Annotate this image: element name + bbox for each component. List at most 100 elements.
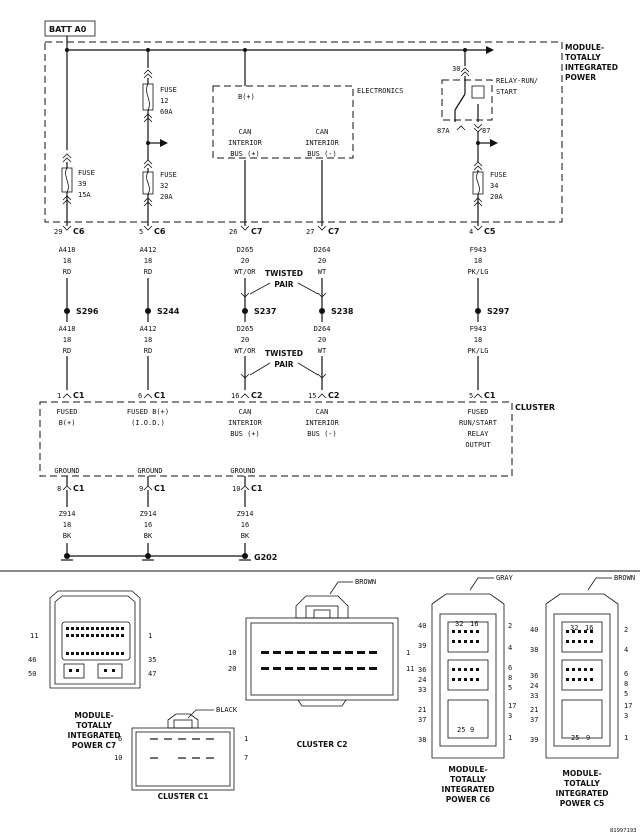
svg-text:C6: C6 (73, 227, 85, 236)
svg-text:18: 18 (474, 257, 482, 265)
svg-text:8: 8 (57, 485, 61, 493)
connector-view-cluster-c1: BLACK 6 1 10 7 CLUSTER C1 (114, 706, 248, 801)
svg-text:BK: BK (63, 532, 72, 540)
svg-text:29: 29 (54, 228, 62, 236)
svg-text:FUSED B(+): FUSED B(+) (127, 408, 169, 416)
tipm-module-box (44, 41, 563, 223)
svg-text:15A: 15A (78, 191, 91, 199)
svg-text:37: 37 (530, 716, 538, 724)
svg-text:39: 39 (78, 180, 86, 188)
svg-text:1: 1 (508, 734, 512, 742)
svg-text:MODULE-: MODULE- (565, 43, 604, 52)
svg-text:FUSE: FUSE (490, 171, 507, 179)
svg-text:D264: D264 (314, 246, 331, 254)
svg-text:MODULE-: MODULE- (74, 711, 113, 720)
svg-text:S237: S237 (254, 307, 276, 316)
svg-text:C2: C2 (328, 391, 339, 400)
svg-text:C1: C1 (251, 484, 263, 493)
svg-text:INTEGRATED: INTEGRATED (68, 731, 121, 740)
svg-text:18: 18 (63, 521, 71, 529)
svg-text:WT/OR: WT/OR (234, 268, 256, 276)
svg-text:CAN: CAN (316, 128, 329, 136)
fuse-39-circuit: FUSE 39 15A (61, 50, 95, 226)
svg-text:CAN: CAN (239, 408, 252, 416)
svg-text:POWER C5: POWER C5 (560, 799, 604, 808)
svg-text:39: 39 (418, 642, 426, 650)
svg-text:10: 10 (228, 649, 236, 657)
svg-text:39: 39 (530, 736, 538, 744)
svg-text:Z914: Z914 (140, 510, 157, 518)
svg-text:CLUSTER C2: CLUSTER C2 (297, 740, 348, 749)
svg-text:BK: BK (144, 532, 153, 540)
svg-text:36: 36 (418, 666, 426, 674)
svg-text:S296: S296 (76, 307, 99, 316)
svg-text:38: 38 (530, 646, 538, 654)
twisted-pair-lower: TWISTED PAIR (240, 348, 327, 379)
svg-text:A418: A418 (59, 246, 76, 254)
svg-text:D265: D265 (237, 246, 254, 254)
svg-text:2: 2 (624, 626, 628, 634)
svg-text:32: 32 (160, 182, 168, 190)
svg-text:18: 18 (144, 336, 152, 344)
svg-text:A418: A418 (59, 325, 76, 333)
svg-text:20: 20 (241, 257, 249, 265)
svg-text:C1: C1 (484, 391, 496, 400)
svg-text:TWISTED: TWISTED (265, 349, 303, 358)
svg-text:50: 50 (28, 670, 36, 678)
svg-text:32: 32 (455, 620, 463, 628)
svg-text:FUSED: FUSED (467, 408, 488, 416)
svg-text:5: 5 (624, 690, 628, 698)
svg-text:17: 17 (508, 702, 516, 710)
bus-arrow-icon (486, 46, 494, 54)
svg-text:87: 87 (482, 127, 490, 135)
svg-text:18: 18 (63, 336, 71, 344)
svg-text:A412: A412 (140, 325, 157, 333)
svg-text:B(+): B(+) (59, 419, 76, 427)
svg-text:MODULE-: MODULE- (448, 765, 487, 774)
svg-text:ELECTRONICS: ELECTRONICS (357, 87, 403, 95)
svg-text:POWER: POWER (565, 73, 596, 82)
svg-text:B(+): B(+) (238, 93, 255, 101)
svg-text:PAIR: PAIR (274, 280, 293, 289)
svg-text:10: 10 (114, 754, 122, 762)
svg-text:RELAY-RUN/: RELAY-RUN/ (496, 77, 538, 85)
svg-text:36: 36 (530, 672, 538, 680)
svg-text:11: 11 (30, 632, 38, 640)
svg-text:GROUND: GROUND (137, 467, 162, 475)
electronics-box: ELECTRONICS B(+) CAN INTERIOR BUS (+) CA… (212, 50, 403, 226)
svg-text:RD: RD (144, 347, 152, 355)
svg-text:25: 25 (571, 734, 579, 742)
twisted-pair-upper: TWISTED PAIR (240, 269, 327, 298)
svg-text:21: 21 (530, 706, 538, 714)
svg-text:33: 33 (530, 692, 538, 700)
svg-text:RD: RD (144, 268, 152, 276)
svg-text:16: 16 (231, 392, 239, 400)
svg-text:40: 40 (418, 622, 426, 630)
svg-text:6: 6 (138, 392, 142, 400)
svg-text:BUS (-): BUS (-) (307, 430, 337, 438)
svg-text:46: 46 (28, 656, 36, 664)
svg-text:5: 5 (139, 228, 143, 236)
svg-text:18: 18 (144, 257, 152, 265)
svg-text:30: 30 (452, 65, 460, 73)
svg-text:24: 24 (530, 682, 538, 690)
svg-text:TWISTED: TWISTED (265, 269, 303, 278)
svg-text:12: 12 (160, 97, 168, 105)
svg-text:40: 40 (530, 626, 538, 634)
svg-text:A412: A412 (140, 246, 157, 254)
svg-text:60A: 60A (160, 108, 173, 116)
svg-text:4: 4 (624, 646, 628, 654)
svg-text:C1: C1 (73, 391, 85, 400)
svg-text:PK/LG: PK/LG (467, 268, 488, 276)
svg-text:Z914: Z914 (237, 510, 254, 518)
relay-run-start: 30 RELAY-RUN/ START 87A 87 FUSE 34 20A (437, 50, 538, 226)
svg-text:20: 20 (241, 336, 249, 344)
svg-text:8: 8 (508, 674, 512, 682)
svg-text:C5: C5 (484, 227, 496, 236)
svg-text:18: 18 (63, 257, 71, 265)
svg-text:WT: WT (318, 347, 327, 355)
connector-view-cluster-c2: BROWN 10 1 20 11 CLUSTER C2 (228, 578, 414, 749)
ground-point-label: G202 (254, 553, 277, 562)
svg-text:S244: S244 (157, 307, 180, 316)
svg-text:C1: C1 (73, 484, 85, 493)
